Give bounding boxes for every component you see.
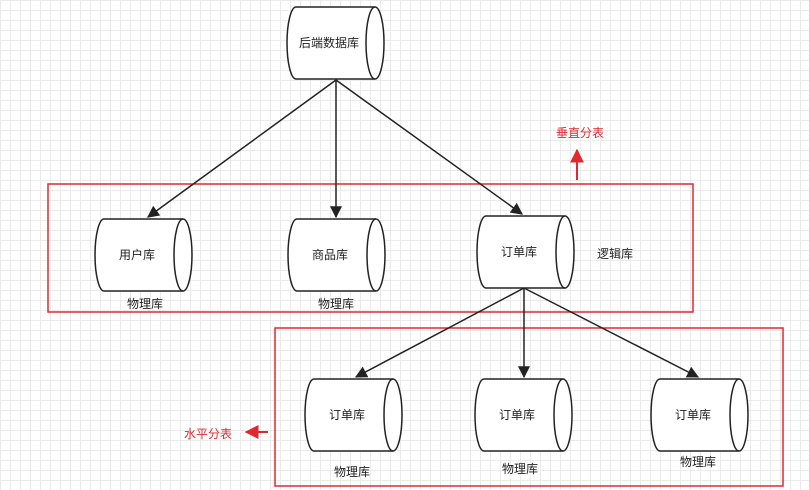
label-physical-4: 物理库 [501,462,539,476]
edge-order-to-order3 [523,287,700,378]
edge-backend-to-order [335,79,523,215]
horizontal-split-box [274,327,784,487]
node-user-db: 用户库 [118,248,156,262]
db-backend-shape [286,6,385,80]
db-order1-shape [304,378,403,452]
db-order3-shape [650,378,749,452]
db-product-shape [287,218,386,292]
label-physical-1: 物理库 [126,297,164,311]
node-backend-db: 后端数据库 [298,36,360,50]
db-order-shape [476,215,575,289]
label-horizontal-split: 水平分表 [183,427,233,441]
label-logical: 逻辑库 [596,247,634,261]
node-order-db-1: 订单库 [328,408,366,422]
node-order-db-3: 订单库 [674,408,712,422]
label-physical-3: 物理库 [333,465,371,479]
node-order-db: 订单库 [500,245,538,259]
label-vertical-split: 垂直分表 [555,126,605,140]
edge-backend-to-user [147,79,337,218]
db-order2-shape [474,378,573,452]
node-order-db-2: 订单库 [498,408,536,422]
edge-order-to-order1 [354,287,525,378]
label-physical-2: 物理库 [317,297,355,311]
db-user-shape [94,218,193,292]
vertical-split-box [47,183,694,313]
label-physical-5: 物理库 [679,455,717,469]
node-product-db: 商品库 [311,248,349,262]
